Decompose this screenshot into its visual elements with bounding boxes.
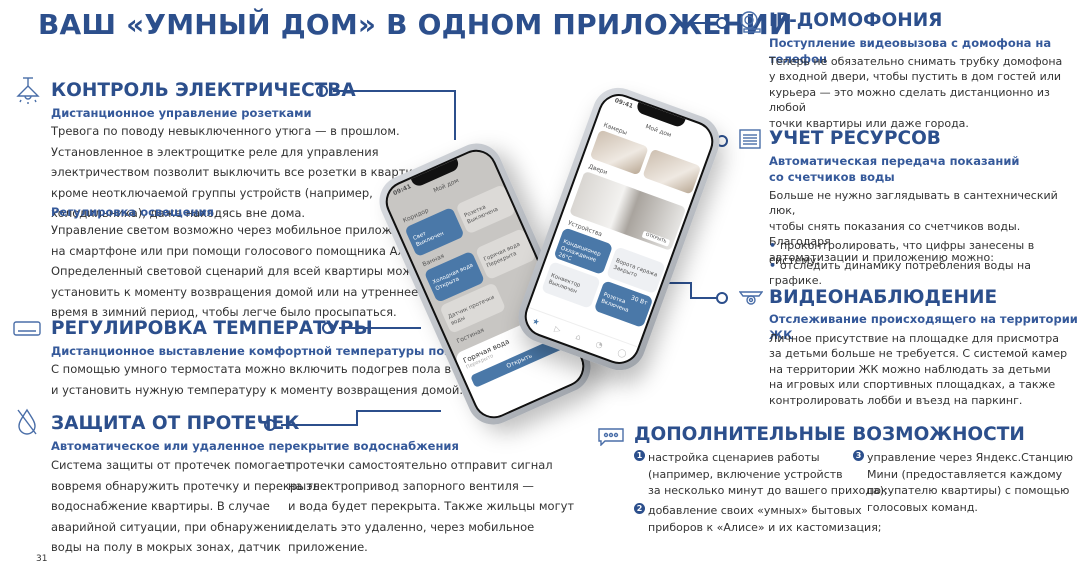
leak-subheading: Автоматическое или удаленное перекрытие …: [51, 439, 459, 453]
resources-bullet: •отследить динамику потребления воды на …: [769, 259, 1031, 288]
electricity-heading: КОНТРОЛЬ ЭЛЕКТРИЧЕСТВА: [51, 80, 356, 101]
connector-dot: [716, 17, 728, 29]
app-title: Мой дом: [432, 177, 460, 195]
connector-line: [690, 22, 722, 24]
connector-dot: [322, 322, 334, 334]
item-text: управление через Яндекс.Станцию Мини (пр…: [867, 451, 1073, 514]
video-heading: ВИДЕОНАБЛЮДЕНИЕ: [769, 287, 998, 308]
connector-line: [281, 424, 358, 426]
video-subheading: Отслеживание происходящего на территории…: [769, 312, 1078, 342]
connector-line: [333, 90, 455, 92]
camera-thumbnail[interactable]: [642, 148, 702, 195]
home-icon[interactable]: ⌂: [574, 331, 583, 343]
leak-heading: ЗАЩИТА ОТ ПРОТЕЧЕК: [51, 413, 300, 434]
connector-line: [356, 410, 358, 426]
number-badge: 2: [634, 503, 645, 514]
page-title: ВАШ «УМНЫЙ ДОМ» В ОДНОМ ПРИЛОЖЕНИИ: [38, 8, 793, 41]
connector-dot: [716, 292, 728, 304]
lighting-subheading: Регулировка освещения: [51, 205, 214, 219]
bell-icon[interactable]: ◔: [594, 339, 605, 351]
profile-icon[interactable]: ◯: [616, 347, 628, 359]
status-time: 09:41: [613, 97, 634, 111]
water-drop-icon: [17, 408, 37, 435]
item-text: настройка сценариев работы (например, вк…: [648, 451, 888, 497]
temperature-subheading: Дистанционное выставление комфортной тем…: [51, 344, 461, 358]
number-badge: 3: [853, 450, 864, 461]
phone-right: 09:41 Мой дом Камеры Двери ОТКРЫТЬ Устро…: [511, 80, 727, 378]
door-open-button[interactable]: ОТКРЫТЬ: [641, 230, 671, 247]
bullet-text: проконтролировать, что цифры занесены в …: [769, 239, 1035, 268]
temperature-heading: РЕГУЛИРОВКА ТЕМПЕРАТУРЫ: [51, 318, 373, 339]
connector-dot: [316, 85, 328, 97]
connector-line: [665, 282, 691, 284]
resources-text: Больше не нужно заглядывать в сантехниче…: [769, 189, 1058, 264]
air-conditioner-icon: [13, 321, 41, 336]
connector-dot: [264, 419, 276, 431]
intercom-text: Теперь не обязательно снимать трубку дом…: [769, 55, 1063, 130]
lighting-text: Управление светом возможно через мобильн…: [51, 223, 431, 319]
extra-heading: ДОПОЛНИТЕЛЬНЫЕ ВОЗМОЖНОСТИ: [634, 424, 1025, 445]
page-number: 31: [36, 554, 48, 564]
connector-line: [690, 282, 692, 298]
play-icon[interactable]: ▷: [553, 324, 563, 335]
webcam-icon: [740, 11, 761, 33]
chat-bubble-icon: [598, 428, 624, 446]
resources-heading: УЧЕТ РЕСУРСОВ: [769, 128, 941, 149]
resources-bullet: •проконтролировать, что цифры занесены в…: [769, 239, 1035, 268]
connector-line: [356, 410, 441, 412]
status-time: 09:41: [392, 182, 413, 198]
intercom-heading: IP-ДОМОФОНИЯ: [769, 10, 943, 31]
app-title: Мой дом: [644, 123, 673, 139]
intercom-subheading: Поступление видеовызова с домофона на те…: [769, 36, 1052, 66]
camera-icon: [739, 291, 763, 305]
connector-line: [454, 90, 456, 140]
temperature-text: С помощью умного термостата можно включи…: [51, 362, 503, 397]
item-text: добавление своих «умных» бытовых приборо…: [648, 504, 882, 534]
resources-subheading: Автоматическая передача показаний со сче…: [769, 154, 1020, 184]
ceiling-lamp-icon: [16, 77, 40, 104]
star-icon[interactable]: ★: [531, 316, 541, 328]
leak-text-col1: Система защиты от протечек помогает вовр…: [51, 458, 320, 554]
video-text: Личное присутствие на площадке для присм…: [769, 332, 1068, 407]
electricity-subheading: Дистанционное управление розетками: [51, 106, 312, 120]
number-badge: 1: [634, 450, 645, 461]
bullet-text: отследить динамику потребления воды на г…: [769, 259, 1031, 288]
connector-line: [339, 327, 421, 329]
meter-icon: [739, 129, 761, 149]
connector-line: [690, 297, 722, 299]
leak-text-col2: протечки самостоятельно отправит сигнал …: [288, 458, 575, 554]
